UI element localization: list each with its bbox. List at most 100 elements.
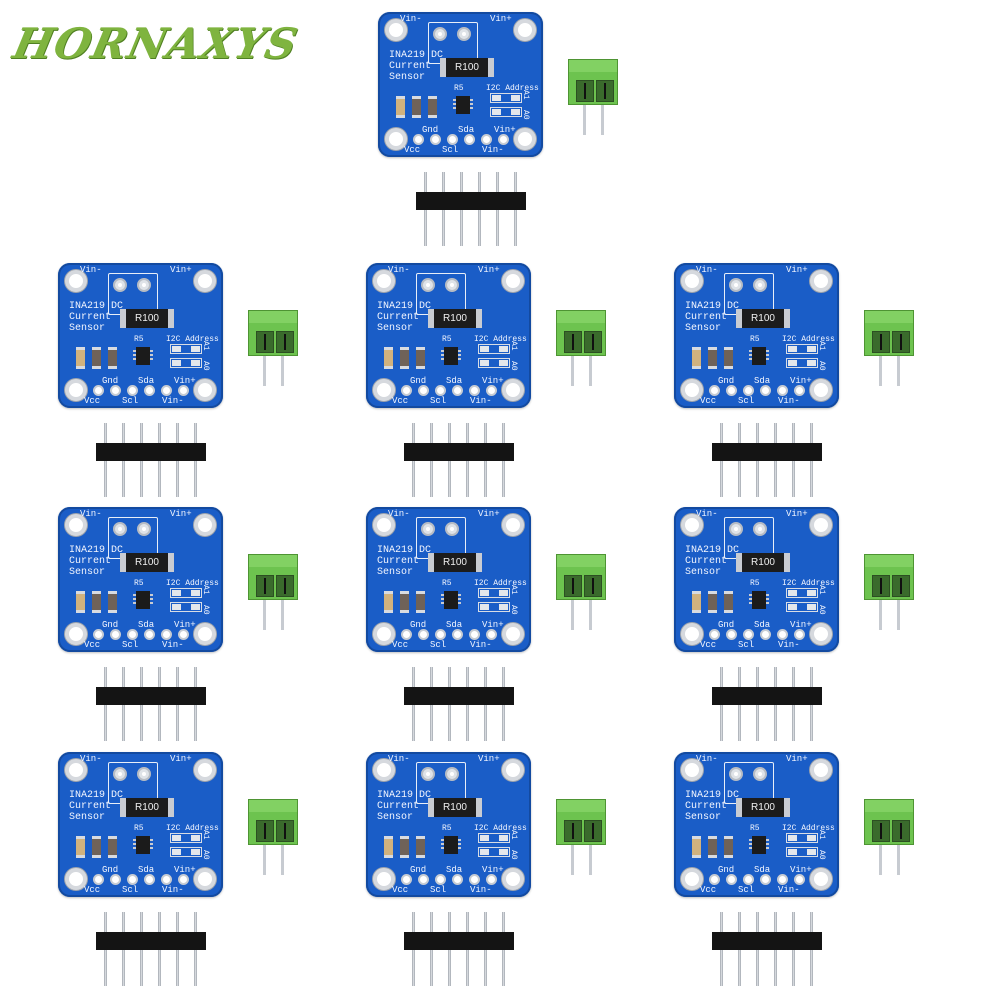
header-pin xyxy=(176,667,179,689)
pin-label-sda: Sda xyxy=(754,620,771,630)
header-pin xyxy=(442,172,445,194)
terminal-leg xyxy=(879,845,882,875)
mounting-hole xyxy=(373,759,395,781)
header-pad xyxy=(726,874,737,885)
terminal-body xyxy=(248,310,298,356)
board-title: INA219 DC Current Sensor xyxy=(389,50,444,83)
mounting-hole xyxy=(385,128,407,150)
screw-icon xyxy=(256,575,274,597)
header-pin xyxy=(484,912,487,934)
terminal-leg xyxy=(571,845,574,875)
address-jumper xyxy=(490,107,522,117)
header-pin xyxy=(466,950,469,986)
terminal-leg xyxy=(281,600,284,630)
terminal-leg xyxy=(897,356,900,386)
header-pin xyxy=(484,461,487,497)
header-pin xyxy=(720,423,723,445)
address-jumper xyxy=(478,833,510,843)
mounting-hole xyxy=(810,270,832,292)
header-pad xyxy=(726,385,737,396)
header-pad xyxy=(777,629,788,640)
pin-label-scl: Scl xyxy=(738,640,755,650)
r5-label: R5 xyxy=(134,579,144,588)
terminal-leg xyxy=(263,600,266,630)
capacitor xyxy=(400,836,409,858)
r5-label: R5 xyxy=(750,579,760,588)
header-plastic xyxy=(416,192,526,210)
header-pad xyxy=(498,134,509,145)
board-title: INA219 DC Current Sensor xyxy=(377,545,432,578)
pin-label-vin-plus: Vin+ xyxy=(494,125,516,135)
header-pin xyxy=(448,705,451,741)
header-pad xyxy=(435,874,446,885)
screw-icon xyxy=(584,331,602,353)
mounting-hole xyxy=(502,270,524,292)
capacitor xyxy=(416,836,425,858)
pin-label-sda: Sda xyxy=(446,865,463,875)
header-pin xyxy=(792,950,795,986)
capacitor xyxy=(92,836,101,858)
header-pad xyxy=(144,629,155,640)
header-pin xyxy=(756,423,759,445)
sensor-kit: Vin- Vin+ INA219 DC Current Sensor R100 … xyxy=(366,507,626,741)
header-plastic xyxy=(404,443,514,461)
header-pin xyxy=(122,423,125,445)
header-pin xyxy=(466,423,469,445)
mounting-hole xyxy=(502,759,524,781)
header-pin xyxy=(720,667,723,689)
ina219-chip xyxy=(749,347,769,365)
ina219-board: Vin- Vin+ INA219 DC Current Sensor R100 … xyxy=(366,263,531,408)
header-pin xyxy=(502,667,505,689)
r5-label: R5 xyxy=(134,335,144,344)
header-pin xyxy=(774,423,777,445)
ina219-chip xyxy=(133,591,153,609)
terminal-pad xyxy=(113,278,127,292)
terminal-pad xyxy=(433,27,447,41)
pin-label-scl: Scl xyxy=(738,885,755,895)
sensor-kit: Vin- Vin+ INA219 DC Current Sensor R100 … xyxy=(674,507,934,741)
ina219-chip xyxy=(133,347,153,365)
header-pad xyxy=(760,629,771,640)
pin-label-gnd: Gnd xyxy=(422,125,439,135)
header-pad xyxy=(777,874,788,885)
header-pin xyxy=(448,423,451,445)
address-jumper xyxy=(478,344,510,354)
pin-label-vin-plus: Vin+ xyxy=(790,865,812,875)
header-pin xyxy=(140,705,143,741)
address-jumper xyxy=(786,602,818,612)
mounting-hole xyxy=(681,379,703,401)
header-pin xyxy=(756,705,759,741)
terminal-pad xyxy=(753,767,767,781)
header-pad xyxy=(743,385,754,396)
header-pad xyxy=(93,385,104,396)
capacitor xyxy=(400,591,409,613)
vin-plus-label: Vin+ xyxy=(786,265,808,275)
terminal-leg xyxy=(589,845,592,875)
ina219-chip xyxy=(441,347,461,365)
header-plastic xyxy=(712,932,822,950)
header-pin xyxy=(158,461,161,497)
pin-header xyxy=(712,423,822,497)
board-title: INA219 DC Current Sensor xyxy=(69,545,124,578)
capacitor xyxy=(92,347,101,369)
header-pin xyxy=(194,705,197,741)
terminal-leg xyxy=(263,845,266,875)
header-pin xyxy=(478,172,481,194)
header-pad xyxy=(760,874,771,885)
header-pin xyxy=(484,950,487,986)
r5-label: R5 xyxy=(134,824,144,833)
mounting-hole xyxy=(373,514,395,536)
i2c-address-label: I2C Address xyxy=(782,579,835,588)
screw-icon xyxy=(892,575,910,597)
pin-label-gnd: Gnd xyxy=(102,376,119,386)
vin-plus-label: Vin+ xyxy=(170,754,192,764)
header-pin xyxy=(720,461,723,497)
mounting-hole xyxy=(681,868,703,890)
mounting-hole xyxy=(502,379,524,401)
ina219-chip xyxy=(749,836,769,854)
terminal-body xyxy=(556,310,606,356)
header-pin xyxy=(442,210,445,246)
address-jumper xyxy=(170,344,202,354)
header-pin xyxy=(792,667,795,689)
header-pin xyxy=(448,461,451,497)
